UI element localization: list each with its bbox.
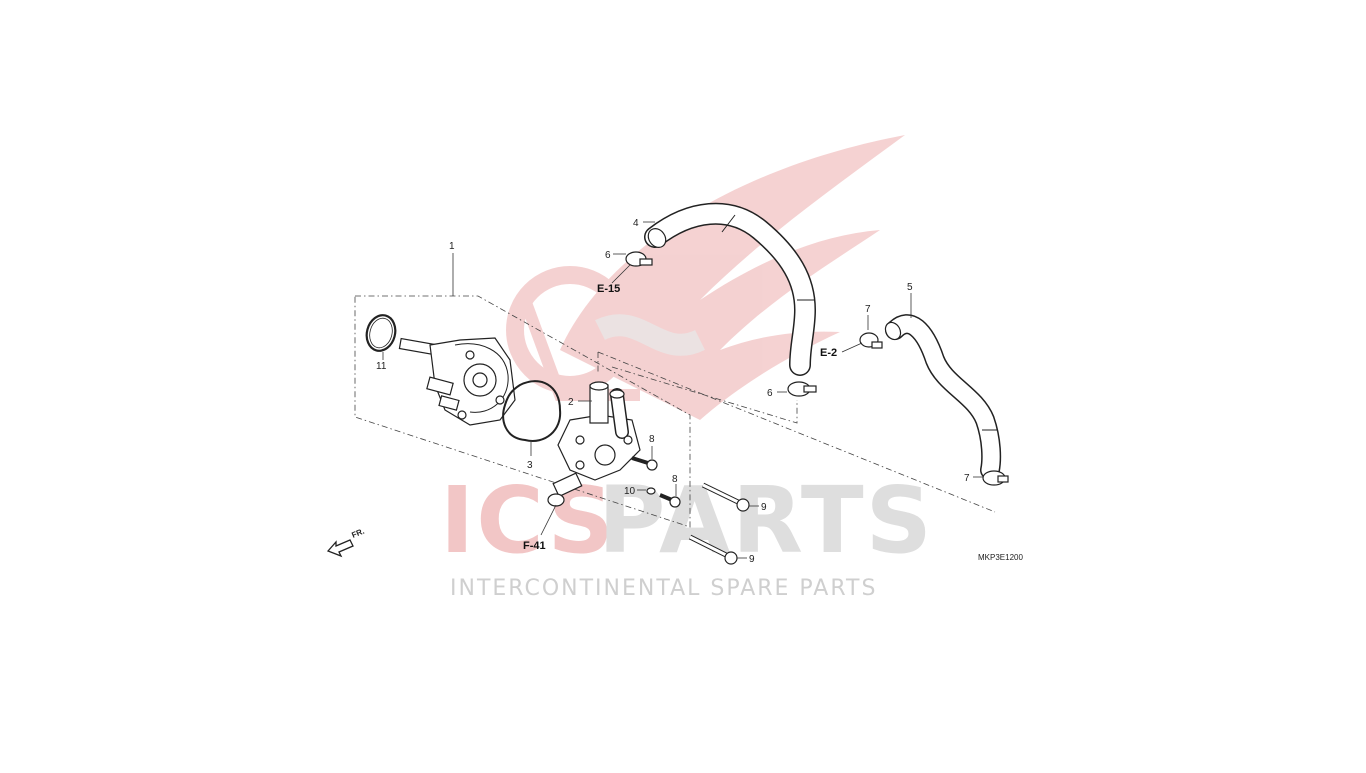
callout-9-upper: 9: [761, 502, 767, 513]
watermark-brand: ICS PARTS INTERCONTINENTAL SPARE PARTS: [440, 467, 934, 601]
watermark-brand-gray: PARTS: [598, 467, 934, 574]
ref-e2: E-2: [820, 347, 837, 359]
hose-upper: [644, 202, 817, 376]
callout-4: 4: [633, 218, 639, 229]
washer: [646, 487, 656, 495]
clamp-7-upper: [859, 332, 883, 349]
callout-6-upper: 6: [605, 250, 611, 261]
ref-f41: F-41: [523, 540, 546, 552]
callout-3: 3: [527, 460, 533, 471]
callout-8-lower: 8: [672, 474, 678, 485]
o-ring: [365, 314, 397, 352]
wing-logo-icon: [506, 135, 905, 420]
callout-6-lower: 6: [767, 388, 773, 399]
diagram-code: MKP3E1200: [978, 553, 1023, 562]
callout-1: 1: [449, 241, 455, 252]
assembly-outline: [354, 295, 996, 528]
callout-7-lower: 7: [964, 473, 970, 484]
clamp-6-upper: [625, 251, 653, 267]
arrow-front-icon: [326, 539, 354, 558]
watermark-brand-red: ICS: [440, 467, 616, 574]
callouts: 1 2 3 4 5 6 6 7 7 8 8 9 9 10 11: [376, 218, 970, 565]
callout-8-upper: 8: [649, 434, 655, 445]
bolt-8-lower: [659, 493, 681, 508]
front-direction: FR.: [326, 527, 366, 558]
callout-2: 2: [568, 397, 574, 408]
callout-9-lower: 9: [749, 554, 755, 565]
watermark-tagline: INTERCONTINENTAL SPARE PARTS: [450, 576, 877, 601]
callout-5: 5: [907, 282, 913, 293]
callout-7-upper: 7: [865, 304, 871, 315]
pump-cover: [547, 381, 641, 507]
clamp-6-lower: [787, 381, 817, 397]
clamp-7-lower: [982, 470, 1009, 486]
hose-right: [884, 314, 1002, 480]
bolt-8-upper: [631, 456, 658, 471]
gasket: [502, 380, 562, 442]
reference-labels: E-15 E-2 F-41: [523, 283, 837, 552]
ref-e15: E-15: [597, 283, 620, 295]
water-pump: [398, 337, 516, 426]
callout-11: 11: [376, 361, 387, 372]
leader-lines: [382, 221, 983, 559]
callout-10: 10: [624, 486, 636, 497]
direction-label: FR.: [350, 527, 365, 540]
bolt-9-upper: [701, 482, 750, 512]
